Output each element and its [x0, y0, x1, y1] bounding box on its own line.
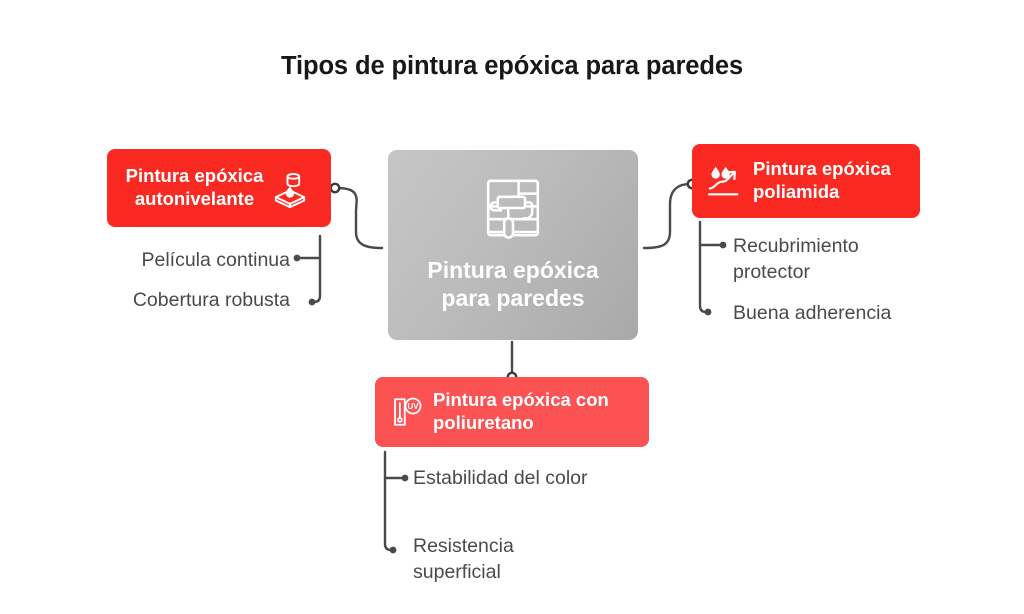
center-label-line-1: Pintura epóxica: [427, 257, 599, 283]
branch-card-autonivelante-label: Pintura epóxica autonivelante: [126, 165, 264, 211]
page-title: Tipos de pintura epóxica para paredes: [280, 52, 744, 80]
branch-card-poliuretano-label: Pintura epóxica con poliuretano: [433, 389, 609, 435]
dot-left-bullet-1: [293, 254, 301, 262]
bullet-poliuretano-2: Resistencia superficial: [413, 535, 514, 583]
label-line-2: poliamida: [753, 181, 840, 202]
branch-card-autonivelante[interactable]: Pintura epóxica autonivelante: [107, 149, 331, 227]
center-label-line-2: para paredes: [441, 285, 585, 312]
self-leveling-pour-icon: [275, 173, 306, 208]
dot-bottom-bullet-2: [389, 546, 397, 554]
branch-card-poliamida[interactable]: Pintura epóxica poliamida: [692, 144, 920, 218]
wire-poliamida: [642, 182, 692, 250]
wire-right-bullets-spine: [698, 220, 708, 314]
wire-autonivelante: [335, 186, 384, 250]
branch-card-poliuretano[interactable]: UV Pintura epóxica con poliuretano: [375, 377, 649, 447]
branch-card-poliamida-label: Pintura epóxica poliamida: [753, 158, 891, 204]
wire-bottom-bullets-spine: [383, 450, 393, 552]
dot-left-bullet-2: [308, 298, 316, 306]
bullet-poliamida-1: Recubrimiento protector: [733, 235, 859, 283]
svg-text:UV: UV: [408, 402, 420, 411]
wire-left-bullets-spine: [312, 234, 322, 304]
bullet-poliamida-2: Buena adherencia: [733, 302, 892, 324]
water-repellent-icon: [707, 166, 739, 196]
node-autonivelante: [329, 182, 341, 194]
bullet-autonivelante-1: Película continua: [141, 249, 290, 271]
label-line-1: Pintura epóxica: [125, 165, 264, 187]
dot-bottom-bullet-1: [401, 474, 409, 482]
bullet-autonivelante-2: Cobertura robusta: [132, 289, 290, 311]
label-line-2: poliuretano: [433, 412, 534, 433]
label-line-1: Pintura epóxica con: [433, 389, 609, 411]
center-node: Pintura epóxica para paredes: [388, 150, 638, 340]
dot-right-bullet-2: [704, 308, 712, 316]
bullet-poliuretano-1: Estabilidad del color: [413, 467, 588, 489]
label-line-2: autonivelante: [134, 188, 255, 209]
center-node-label: Pintura epóxica para paredes: [427, 256, 598, 312]
label-line-1: Pintura epóxica: [753, 158, 891, 180]
uv-resistance-icon: UV: [394, 397, 422, 426]
paint-roller-wall-icon: [486, 179, 540, 239]
dot-right-bullet-1: [719, 241, 727, 249]
